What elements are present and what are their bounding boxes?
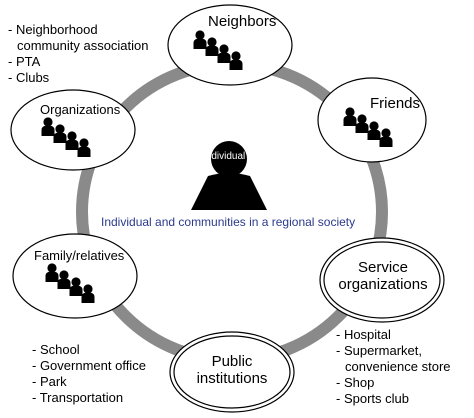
top-left-list: - Neighborhood community association - P… [8, 22, 149, 86]
diagram-caption: Individual and communities in a regional… [101, 215, 356, 229]
neighbors-node [167, 4, 293, 86]
list-item: - PTA [8, 54, 41, 69]
organizations-node [10, 89, 136, 171]
individual-label: Individual [203, 151, 246, 162]
list-item: - Hospital [336, 327, 391, 342]
list-item: community association [17, 38, 149, 53]
service-label: Service organizations [327, 259, 439, 293]
list-item: - Government office [32, 358, 146, 373]
service-label-line1: Service [357, 259, 409, 276]
list-item: - Supermarket, [336, 343, 422, 358]
public-label-line1: Public [211, 353, 253, 370]
service-node [319, 237, 445, 323]
public-label-line2: institutions [196, 369, 268, 387]
list-item: - School [32, 342, 80, 357]
list-item: - Clubs [8, 70, 50, 85]
list-item: - Sports club [336, 391, 409, 406]
friends-label: Friends [370, 95, 421, 112]
neighbors-label: Neighbors [208, 13, 277, 30]
bottom-left-list: - School - Government office - Park - Tr… [32, 342, 146, 406]
individual-figure [191, 141, 267, 210]
family-node [12, 233, 138, 319]
list-item: convenience store [345, 359, 451, 374]
family-label: Family/relatives [34, 248, 125, 263]
friends-node [317, 77, 427, 163]
bottom-right-list: - Hospital - Supermarket, convenience st… [336, 327, 451, 407]
list-item: - Park [32, 374, 67, 389]
public-node [169, 331, 295, 413]
list-item: - Shop [336, 375, 375, 390]
organizations-label: Organizations [40, 102, 121, 117]
list-item: - Transportation [32, 390, 124, 405]
service-label-line2: organizations [338, 275, 428, 293]
public-label: Public institutions [176, 353, 288, 387]
list-item: - Neighborhood [8, 22, 98, 37]
